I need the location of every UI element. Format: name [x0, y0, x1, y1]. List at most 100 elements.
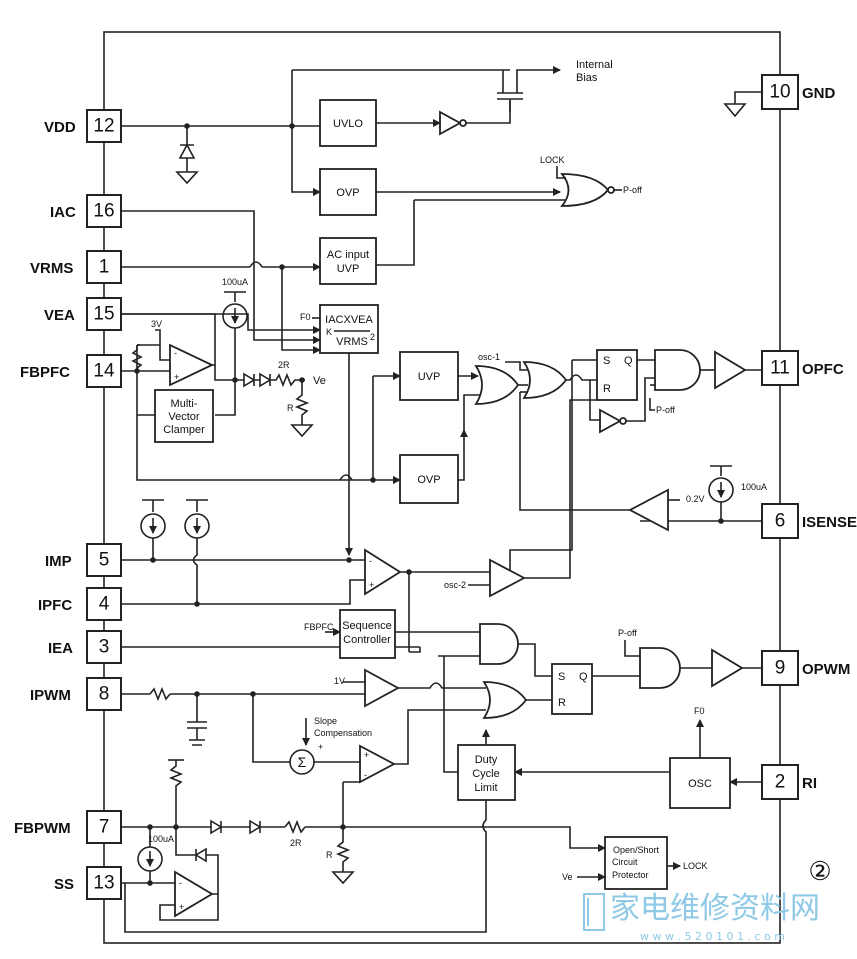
mult-label-2: VRMS	[336, 336, 368, 348]
pin-number: 9	[775, 658, 786, 679]
svg-text:+: +	[174, 372, 179, 382]
pin-number: 7	[99, 817, 110, 838]
sr1-s: S	[603, 355, 610, 367]
current-source-icon	[184, 513, 210, 539]
pin-name: VRMS	[30, 260, 73, 277]
ua100-label-ss: 100uA	[148, 834, 174, 844]
duty-label-2: Cycle	[472, 768, 500, 780]
osc-block	[669, 757, 731, 809]
open-short-protector-block	[604, 836, 668, 890]
poff-label-pwm: P-off	[618, 628, 637, 638]
sr-latch-pwm	[551, 663, 593, 715]
slope-label-1: Slope	[314, 716, 337, 726]
svg-text:+: +	[369, 580, 374, 590]
bias-transistor-icon	[497, 66, 561, 112]
ground-icon	[290, 424, 314, 438]
seq-label-1: Sequence	[342, 620, 392, 632]
pin-iea: 3 IEA	[48, 630, 122, 664]
osc-label: OSC	[688, 778, 712, 790]
pin-fbpfc: 14 FBPFC	[20, 354, 122, 388]
pin-ipwm: 8 IPWM	[30, 677, 122, 711]
and-gate-pfc	[654, 349, 701, 391]
sr2-q: Q	[579, 671, 588, 683]
current-source-icon	[140, 513, 166, 539]
pin-ipfc: 4 IPFC	[38, 587, 122, 621]
resistor-icon	[149, 686, 171, 702]
internal-bias-label-2: Bias	[576, 72, 598, 84]
and-gate-pwm-2	[639, 647, 681, 689]
pin-name: FBPFC	[20, 364, 70, 381]
pin-number: 3	[99, 637, 110, 658]
or-gate-pwm	[482, 681, 528, 719]
watermark-text: 家电维修资料网	[610, 891, 820, 926]
pin-name: RI	[802, 775, 817, 792]
pin-number: 14	[93, 361, 115, 382]
and-gate-pwm-1	[479, 623, 519, 665]
osc2-label: osc-2	[444, 580, 466, 590]
or-gate-pfc-2	[522, 361, 568, 399]
osc1-label: osc-1	[478, 352, 500, 362]
resistor-icon	[270, 372, 305, 388]
pin-ri: 2 RI	[761, 764, 817, 800]
summer-icon: Σ	[289, 749, 315, 775]
sr-latch-pfc	[596, 349, 638, 401]
pin-name: FBPWM	[14, 820, 71, 837]
svg-text:+: +	[179, 902, 184, 912]
r2-label-bot: 2R	[290, 838, 302, 848]
r-label-top: R	[287, 403, 294, 413]
or-gate-pfc-1	[474, 365, 520, 405]
fbpfc-seq-label: FBPFC	[304, 622, 334, 632]
pin-name: OPWM	[802, 661, 850, 678]
resistor-icon	[335, 827, 351, 872]
pfc-error-amp: - +	[169, 343, 215, 387]
clamper-label-1: Multi-	[171, 398, 198, 410]
prot-label-1: Open/Short	[613, 845, 660, 855]
prot-label-3: Protector	[612, 870, 649, 880]
pin-name: GND	[802, 85, 836, 102]
pin-number: 2	[775, 772, 786, 793]
ac-uvp-label-1: AC input	[327, 249, 369, 261]
svg-text:-: -	[369, 556, 372, 566]
ve-label-bot: Ve	[562, 872, 573, 882]
resistor-icon	[131, 345, 143, 371]
fo-label-osc: F0	[694, 706, 705, 716]
ovp-mid-label: OVP	[417, 474, 440, 486]
pin-opwm: 9 OPWM	[761, 650, 850, 686]
mult-k-label: K	[326, 327, 332, 337]
uvlo-label: UVLO	[333, 118, 363, 130]
pin-number: 15	[93, 304, 114, 325]
pin-number: 12	[93, 116, 114, 137]
pin-name: VEA	[44, 307, 75, 324]
pin-number: 16	[93, 201, 114, 222]
resistor-icon	[294, 380, 310, 425]
fo-label-mult: F0	[300, 312, 311, 322]
isense-comparator	[628, 488, 669, 532]
pin-name: OPFC	[802, 361, 844, 378]
watermark-url: w w w . 5 2 0 1 0 1 . c o m	[640, 930, 785, 943]
pin-number: 6	[775, 511, 786, 532]
pin-name: IMP	[45, 553, 72, 570]
multiplier-block	[319, 304, 379, 354]
pin-number: 10	[769, 82, 790, 103]
pin-name: ISENSE	[802, 514, 857, 531]
pin-name: IPFC	[38, 597, 72, 614]
poff-label-mid: P-off	[656, 405, 675, 415]
resistor-icon	[168, 760, 184, 827]
sr2-s: S	[558, 671, 565, 683]
inverter-icon	[599, 408, 627, 434]
ground-icon	[331, 871, 355, 885]
pin-number: 8	[99, 684, 110, 705]
multi-vector-clamper-block	[154, 389, 214, 443]
lock-label-bot: LOCK	[683, 861, 708, 871]
pin-gnd: 10 GND	[761, 74, 836, 110]
figure-number: ②	[808, 856, 831, 886]
internal-bias-label: Internal	[576, 59, 613, 71]
sr2-r: R	[558, 697, 566, 709]
ve-label-top: Ve	[313, 375, 326, 387]
pin-name: IPWM	[30, 687, 71, 704]
buffer-opfc	[714, 350, 747, 390]
v02-label: 0.2V	[686, 494, 705, 504]
mult-exp: 2	[370, 332, 375, 342]
duty-label-1: Duty	[475, 754, 498, 766]
